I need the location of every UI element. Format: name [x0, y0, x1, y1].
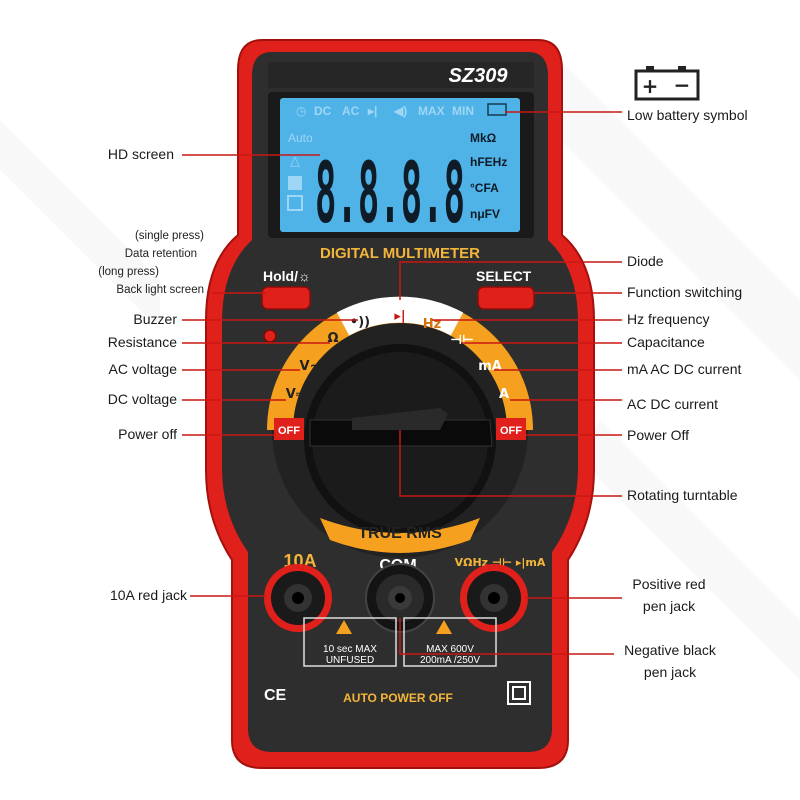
warning-triangle-left: [336, 620, 352, 634]
dial-amp: A: [499, 387, 509, 402]
label-10a-jack: 10A red jack: [109, 587, 187, 603]
label-hold-note-2: Data retention: [124, 248, 197, 260]
label-negative-jack: Negative black pen jack: [610, 639, 730, 683]
label-power-off-left: Power off: [118, 426, 177, 442]
svg-text:−: −: [674, 73, 691, 97]
lcd-buzzer: ◀): [393, 104, 407, 118]
dial-diode: ▸|: [394, 309, 405, 324]
label-positive-jack: Positive red pen jack: [614, 573, 724, 617]
label-hold-note-4: Back light screen: [116, 284, 204, 296]
label-buzzer: Buzzer: [133, 311, 177, 327]
label-hold-note-1: (single press): [134, 230, 204, 242]
label-dc-voltage: DC voltage: [107, 391, 177, 407]
label-positive-jack-line2: pen jack: [642, 598, 696, 614]
label-rotating-turntable: Rotating turntable: [627, 487, 738, 503]
auto-power-off-text: AUTO POWER OFF: [343, 691, 453, 705]
warning-right-line1: MAX 600V: [426, 644, 474, 655]
knob-pointer: [352, 408, 448, 430]
off-left-tag: [274, 418, 304, 440]
label-resistance: Resistance: [107, 334, 177, 350]
label-diode: Diode: [627, 253, 664, 269]
lcd-min: MIN: [452, 104, 474, 118]
lcd-unit-2: hFEHz: [470, 155, 507, 169]
model-plate: [268, 62, 534, 88]
off-right-text: OFF: [500, 425, 522, 437]
dial-dc-volt: V⎓: [286, 387, 307, 402]
lcd-battery-icon: [487, 103, 507, 116]
svg-text:+: +: [642, 74, 659, 98]
warning-box-right: [403, 617, 497, 667]
jack-com[interactable]: [365, 563, 435, 633]
device-title: DIGITAL MULTIMETER: [320, 245, 480, 262]
warning-box-left: [303, 617, 397, 667]
label-negative-jack-line2: pen jack: [643, 664, 697, 680]
double-insulation-icon: [507, 681, 531, 705]
select-button[interactable]: [477, 286, 535, 310]
label-acdc-current: AC DC current: [627, 396, 719, 412]
lcd-unit-4: nμFV: [470, 207, 500, 221]
callout-lines: [182, 111, 622, 655]
lcd-screen: [280, 98, 520, 232]
label-ac-voltage: AC voltage: [108, 361, 177, 377]
warning-right-line2: 200mA /250V: [420, 655, 480, 666]
off-right-tag: [496, 418, 526, 440]
select-label: SELECT: [476, 268, 532, 284]
dial-ac-volt: V~: [300, 359, 321, 374]
label-capacitance: Capacitance: [627, 334, 705, 350]
background-pattern: [0, 60, 800, 680]
dial-capacitance: ⊣⊢: [450, 333, 474, 348]
lcd-warning-icon: △: [290, 154, 300, 169]
lcd-units: MkΩ hFEHz °CFA nμFV: [470, 131, 507, 221]
warning-left-line1: 10 sec MAX: [323, 644, 377, 655]
indicator-led: [263, 329, 277, 343]
ce-mark: CE: [264, 687, 287, 704]
label-low-battery: Low battery symbol: [627, 107, 748, 123]
dial-ma: mA: [478, 359, 502, 374]
lcd-digits: 8.8.8.8: [315, 144, 465, 242]
lcd-unit-3: °CFA: [470, 181, 499, 195]
lcd-top-row: DC AC ▸| ◀) MAX MIN: [314, 104, 474, 118]
warning-triangle-right: [436, 620, 452, 634]
label-power-off-right: Power Off: [627, 427, 689, 443]
model-name: SZ309: [449, 65, 509, 87]
lcd-clock-icon: ◷: [296, 104, 307, 118]
battery-icon: + −: [634, 66, 700, 101]
hold-button[interactable]: [261, 286, 311, 310]
jack-10a[interactable]: [264, 564, 332, 632]
lcd-unit-1: MkΩ: [470, 131, 497, 145]
off-left-text: OFF: [278, 425, 300, 437]
lcd-dc: DC: [314, 104, 332, 118]
lcd-auto: Auto: [288, 131, 313, 145]
label-ma-current: mA AC DC current: [627, 361, 742, 377]
label-hd-screen: HD screen: [107, 146, 174, 162]
true-rms-text: TRUE RMS: [358, 525, 442, 542]
dial-positions: •)) ▸| Hz Ω V~ V⎓ ⊣⊢ mA A: [286, 309, 509, 402]
lcd-ac: AC: [342, 104, 360, 118]
hold-label: Hold/☼: [263, 268, 311, 284]
label-hold-note-3: (long press): [98, 266, 159, 278]
dial-top-segments: [336, 296, 464, 336]
label-hz-frequency: Hz frequency: [627, 311, 710, 327]
jack-positive[interactable]: [460, 564, 528, 632]
warning-left-line2: UNFUSED: [326, 655, 374, 666]
jack-positive-label: VΩHz ⊣⊢ ▸|mA: [455, 556, 546, 569]
label-function-switching: Function switching: [627, 284, 743, 300]
dial-ohm: Ω: [327, 331, 338, 346]
lcd-hold-icon: [287, 195, 303, 211]
lcd-max: MAX: [418, 104, 445, 118]
lcd-h-icon: [288, 176, 302, 190]
true-rms-banner: [320, 518, 480, 553]
label-positive-jack-line1: Positive red: [632, 576, 706, 592]
dial-buzzer: •)): [350, 315, 370, 330]
lcd-diode: ▸|: [367, 104, 377, 118]
label-negative-jack-line1: Negative black: [624, 642, 716, 658]
